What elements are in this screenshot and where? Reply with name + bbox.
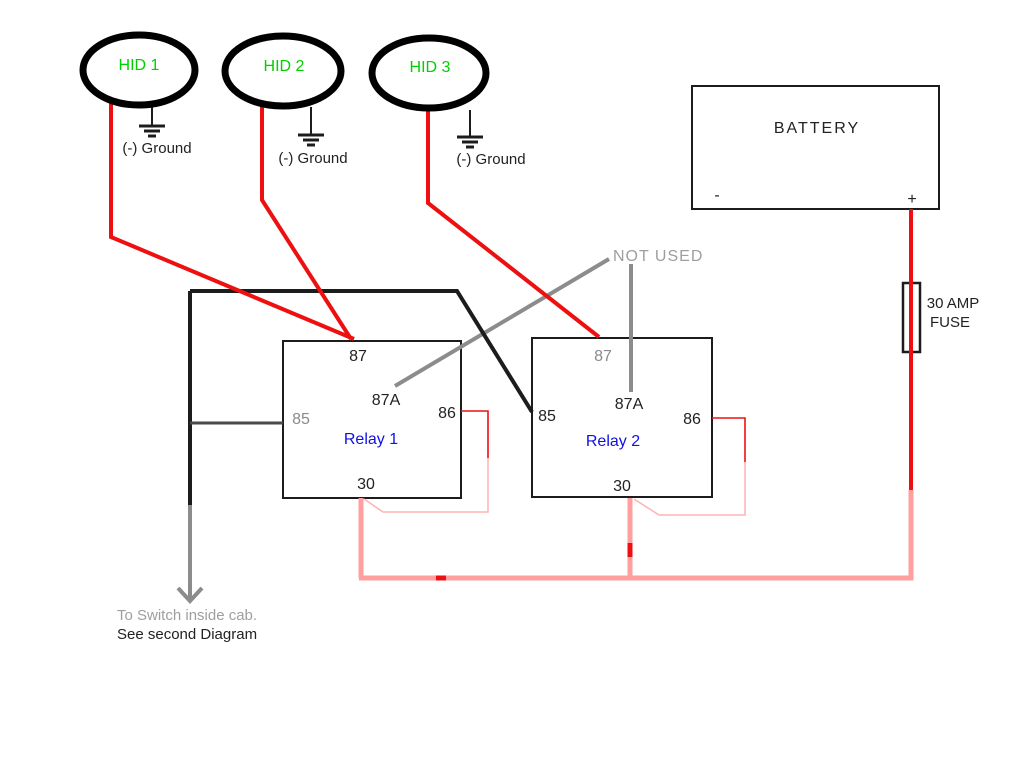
ground-symbol-1	[139, 105, 165, 138]
relay1-terminal-86: 86	[438, 405, 456, 422]
ground-symbol-3	[457, 110, 483, 149]
fuse-label-line2: FUSE	[930, 314, 970, 331]
wire-relay1-86-loop-lower	[363, 458, 489, 513]
battery-positive-terminal: +	[907, 191, 916, 208]
battery-negative-terminal: -	[714, 187, 719, 204]
ground-symbol-2	[298, 107, 324, 147]
switch-note-line1: To Switch inside cab.	[117, 607, 257, 624]
relay2-terminal-30: 30	[613, 478, 631, 495]
battery-label: BATTERY	[774, 120, 860, 137]
not-used-label: NOT USED	[613, 248, 703, 265]
switch-note-line2: See second Diagram	[117, 626, 257, 643]
hid2-label: HID 2	[264, 58, 305, 75]
relay2-box	[531, 337, 713, 498]
relay2-terminal-86: 86	[683, 411, 701, 428]
wire-relay1-87a-not-used	[393, 257, 611, 388]
battery-box	[691, 85, 940, 210]
hid2-lamp	[221, 32, 345, 110]
relay1-terminal-87: 87	[349, 348, 367, 365]
ground2-label: (-) Ground	[278, 150, 347, 167]
relay1-terminal-87a: 87A	[372, 392, 401, 409]
hid3-label: HID 3	[410, 59, 451, 76]
relay1-terminal-85: 85	[292, 411, 310, 428]
relay2-name: Relay 2	[586, 433, 640, 450]
hid1-lamp	[79, 31, 199, 109]
relay2-terminal-87a: 87A	[615, 396, 644, 413]
wire-hid3-to-relay2-87	[426, 106, 601, 339]
wire-relay1-86-loop-upper	[461, 410, 489, 458]
wire-hid2-to-relay1-87	[260, 104, 353, 341]
wire-supply-bus	[359, 490, 914, 581]
relay1-name: Relay 1	[344, 431, 398, 448]
wire-hid1-to-relay1-87	[109, 103, 355, 341]
hid1-label: HID 1	[119, 57, 160, 74]
ground3-label: (-) Ground	[456, 151, 525, 168]
relay1-terminal-30: 30	[357, 476, 375, 493]
fuse-label-line1: 30 AMP	[927, 295, 980, 312]
switch-arrow-icon	[176, 586, 204, 604]
wire-switch-to-relay2-85	[190, 289, 534, 414]
ground1-label: (-) Ground	[122, 140, 191, 157]
wire-relay2-86-loop-lower	[633, 462, 746, 516]
relay1-box	[282, 340, 462, 499]
relay2-terminal-85: 85	[538, 408, 556, 425]
wire-relay2-86-loop-upper	[712, 417, 746, 462]
hid3-lamp	[368, 34, 490, 112]
relay2-terminal-87: 87	[594, 348, 612, 365]
